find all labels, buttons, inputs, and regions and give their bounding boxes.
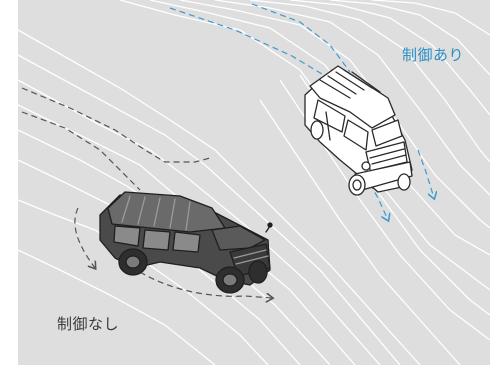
without-control-label: 制御なし [57,315,120,333]
with-control-label: 制御あり [402,46,465,64]
diagram-background [18,0,490,365]
dark-suv-icon [99,191,273,294]
white-suv-icon [304,65,413,196]
uncontrolled-path [21,87,272,298]
